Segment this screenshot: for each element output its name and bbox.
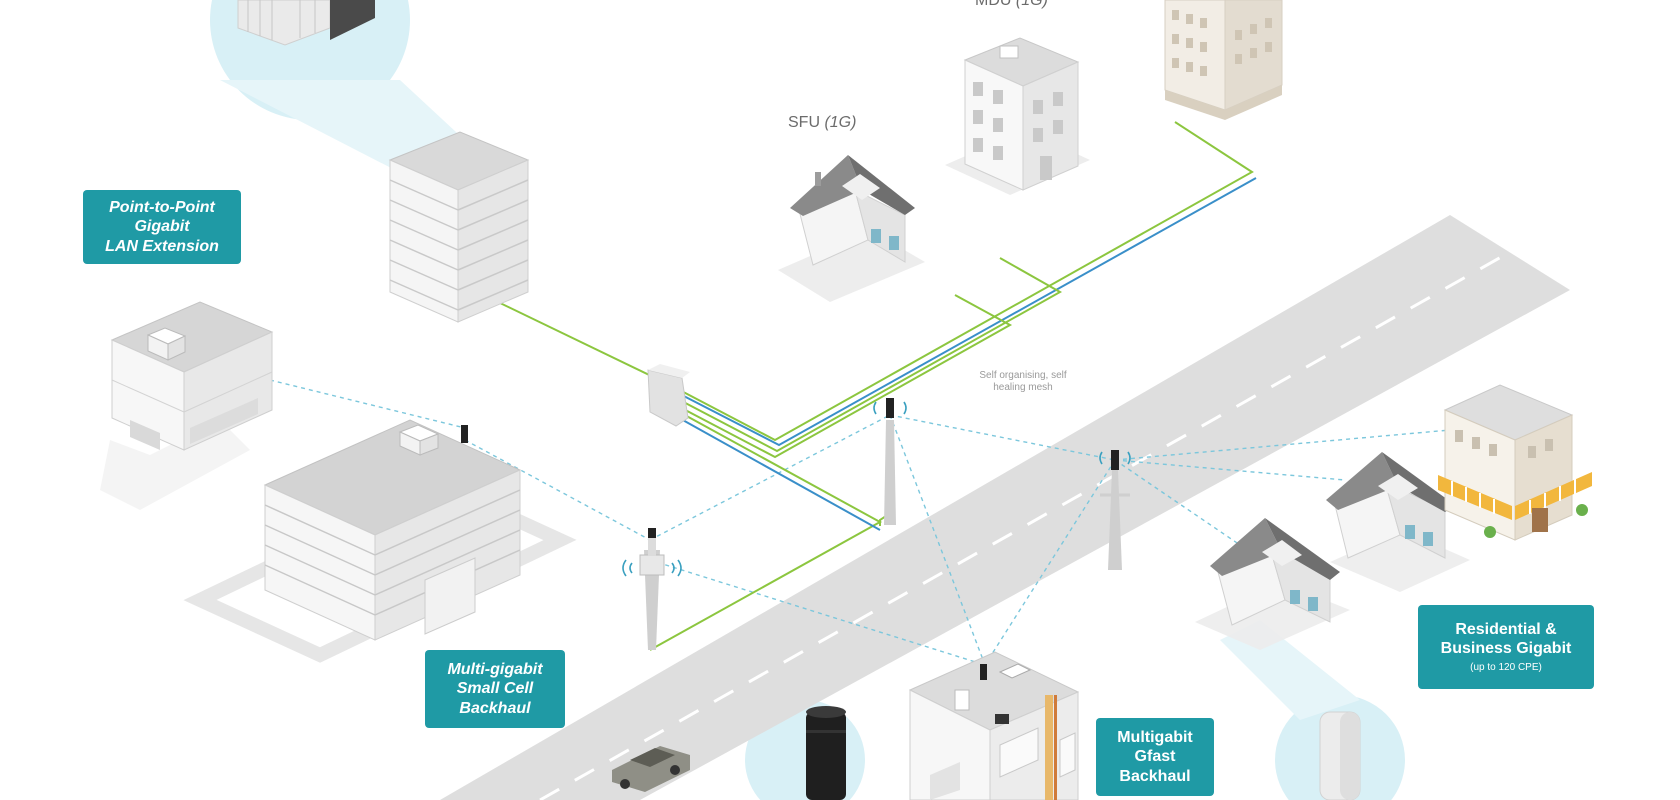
small-cell-pole-left [622, 528, 682, 650]
small-cell-label-line1: Multi-gigabit [447, 661, 543, 679]
mdu-building [945, 37, 1090, 195]
residential-label-box: Residential & Business Gigabit (up to 12… [1418, 605, 1594, 689]
ptp-label-line1: Point-to-Point [109, 199, 215, 217]
office-building-large [183, 419, 577, 663]
apartment-building-tall [1164, 0, 1283, 120]
sfu-label-rate: (1G) [824, 114, 857, 131]
mesh-label: Self organising, self healing mesh [968, 370, 1078, 394]
road-centerline [539, 250, 1511, 800]
datacenter-building [237, 0, 375, 46]
gfast-label-line1: Multigabit [1117, 729, 1193, 747]
lan-building-small [100, 301, 274, 510]
fiber-splitter [647, 364, 690, 427]
residential-label-line1: Residential & [1455, 620, 1557, 638]
road [440, 215, 1570, 800]
residential-label-line2: Business Gigabit [1440, 640, 1572, 657]
sfu-house [778, 155, 925, 302]
shop-building [1438, 384, 1592, 541]
mdu-label: MDU (1G) [975, 0, 1048, 10]
small-cell-pole-center [873, 398, 907, 525]
small-cell-label-box: Multi-gigabit Small Cell Backhaul [425, 650, 565, 728]
sfu-label-name: SFU [788, 114, 820, 131]
gfast-label-line2: Gfast [1134, 748, 1176, 766]
fiber-links [497, 121, 1257, 651]
sfu-label: SFU (1G) [788, 114, 856, 132]
gfast-label-line3: Backhaul [1119, 767, 1191, 785]
mdu-label-name: MDU [975, 0, 1012, 9]
gfast-label-box: Multigabit Gfast Backhaul [1096, 718, 1214, 796]
mesh-label-line1: Self organising, [979, 370, 1049, 381]
mdu-label-rate: (1G) [1015, 0, 1048, 9]
small-cell-label-line3: Backhaul [459, 699, 531, 717]
residential-label-sub: (up to 120 CPE) [1470, 662, 1542, 674]
small-cell-pole-right [1099, 450, 1131, 570]
gfast-device [806, 706, 846, 800]
gfast-building [908, 651, 1080, 800]
cpe-device [1319, 711, 1361, 800]
mesh-label-line2: self healing mesh [993, 370, 1067, 393]
central-office-building [388, 131, 530, 323]
small-cell-label-line2: Small Cell [456, 680, 534, 698]
halo-beam-datacenter [220, 80, 470, 170]
ptp-label-box: Point-to-Point Gigabit LAN Extension [83, 190, 241, 264]
wireless-links [269, 379, 1451, 666]
residential-house-left [1195, 518, 1350, 650]
car [612, 746, 690, 792]
ptp-label-line3: LAN Extension [105, 237, 219, 255]
ptp-label-line2: Gigabit [134, 218, 190, 236]
residential-house-right [1326, 452, 1470, 592]
